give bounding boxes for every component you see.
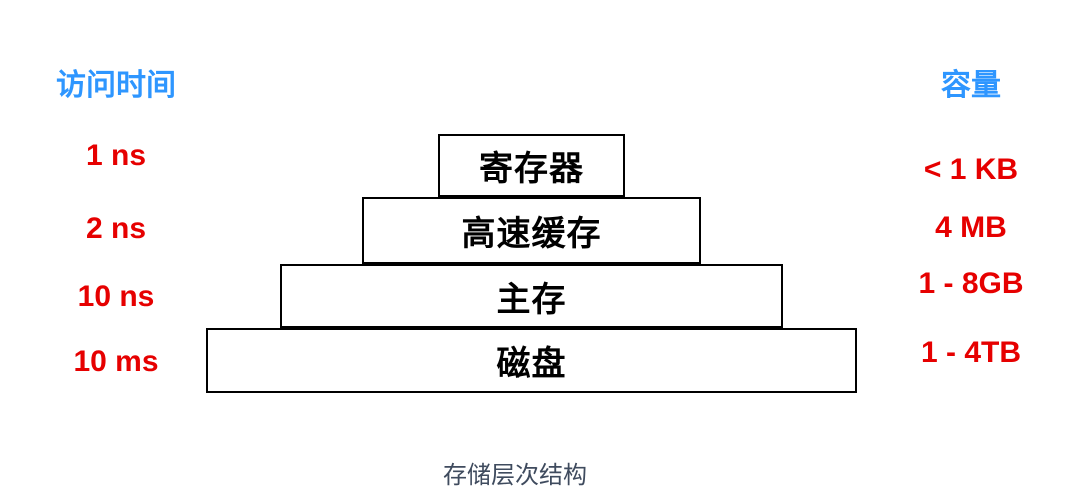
access-time-register: 1 ns: [85, 139, 147, 172]
pyramid-level-disk-label: 磁盘: [496, 345, 567, 383]
capacity-cache: 4 MB: [935, 211, 1007, 244]
pyramid-level-register-label: 寄存器: [479, 150, 584, 188]
pyramid-level-cache-label: 高速缓存: [461, 215, 602, 253]
capacity-disk: 1 - 4TB: [920, 336, 1022, 369]
access-time-column-header: 访问时间: [56, 69, 176, 102]
capacity-main-memory: 1 - 8GB: [918, 267, 1024, 300]
pyramid-level-disk: 磁盘: [206, 328, 857, 393]
diagram-caption: 存储层次结构: [443, 462, 587, 489]
pyramid-level-cache: 高速缓存: [362, 197, 701, 264]
access-time-main-memory: 10 ns: [77, 280, 155, 313]
pyramid-level-main-memory: 主存: [280, 264, 783, 328]
access-time-disk: 10 ms: [73, 345, 159, 378]
capacity-register: < 1 KB: [923, 153, 1019, 186]
capacity-column-header: 容量: [941, 69, 1001, 102]
pyramid-level-register: 寄存器: [438, 134, 625, 197]
access-time-cache: 2 ns: [85, 212, 147, 245]
pyramid-level-main-memory-label: 主存: [496, 280, 567, 319]
